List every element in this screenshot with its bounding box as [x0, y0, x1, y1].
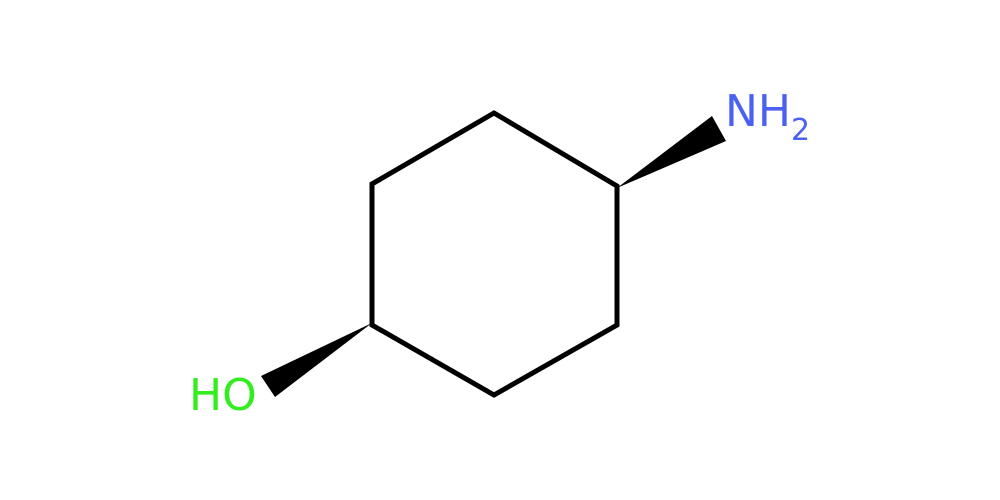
ring-bonds — [369, 110, 620, 398]
wedge-bond-hydroxyl — [261, 323, 372, 397]
amine-label: NH2 — [725, 86, 810, 148]
hydroxyl-label: HO — [189, 370, 257, 421]
wedge-bond-amine — [617, 116, 726, 188]
cyclohexane-ring — [369, 110, 620, 398]
